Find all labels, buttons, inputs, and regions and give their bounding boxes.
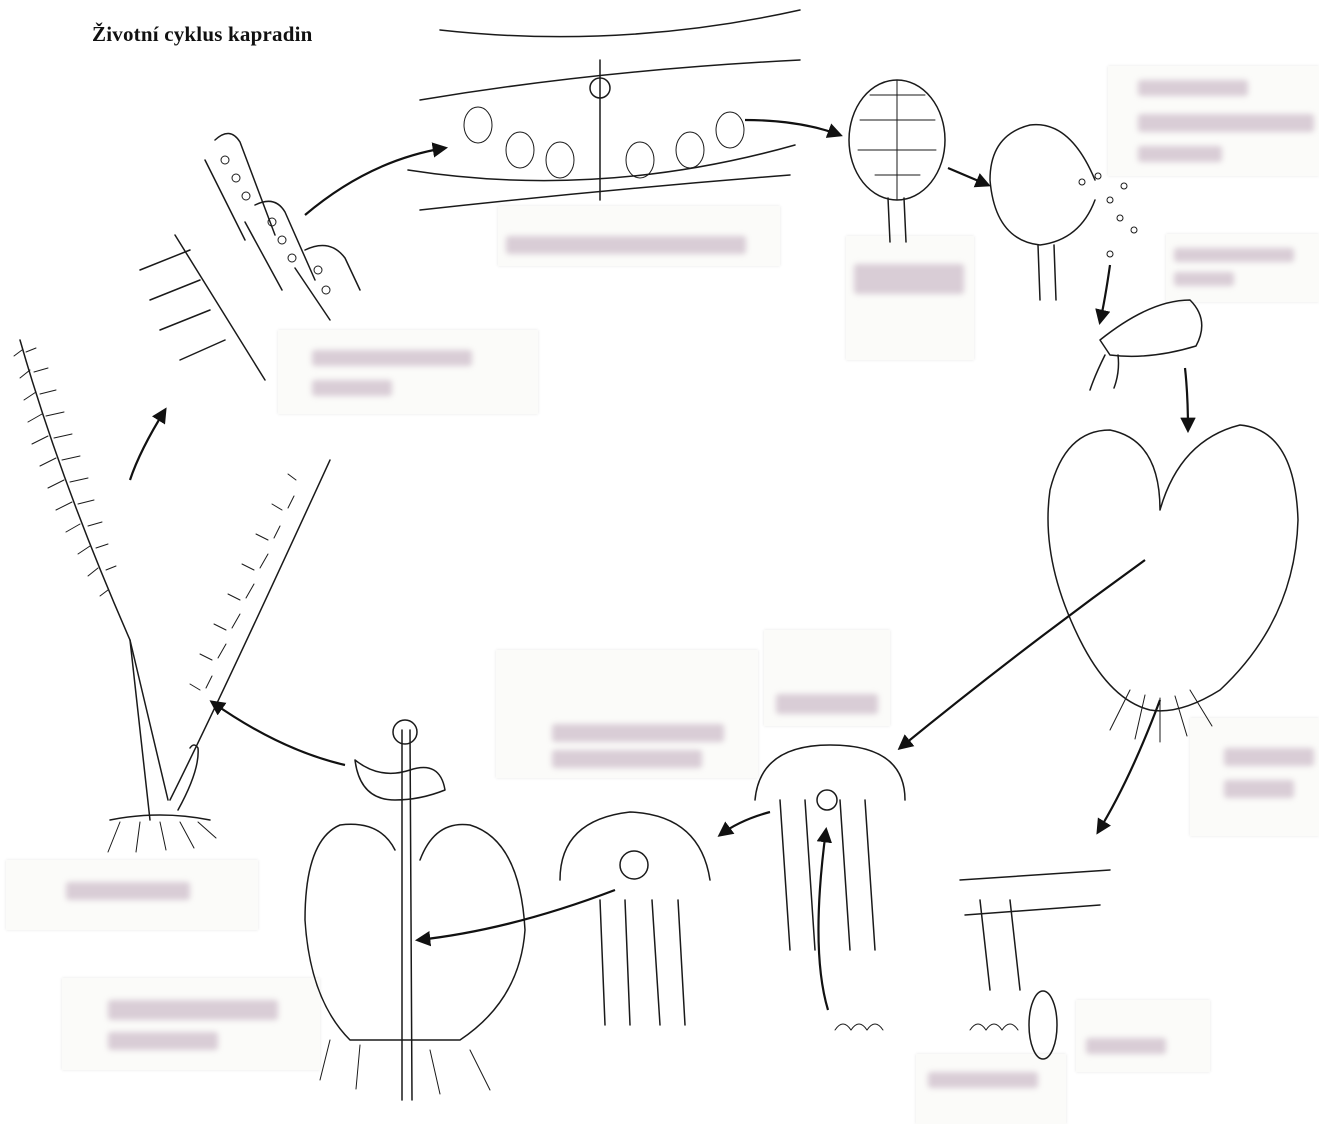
sporangium-opening [990,125,1137,300]
archegonium-with-sperm [755,745,905,1030]
arrow-fern-to-pinnule [130,410,165,480]
arrow-prothallus-to-antheridium [1098,700,1160,832]
arrow-spores-to-germination [1100,265,1110,322]
arrow-sorus-to-sporangium [745,120,840,135]
archegonium-with-zygote [560,812,710,1025]
young-sporophyte [305,720,525,1100]
mature-fern-sporophyte [14,340,330,852]
antheridium-detail [960,870,1110,1059]
cycle-arrows [130,120,1188,1010]
arrow-sporangium-open [948,168,988,185]
arrow-archegonium-to-zygote [720,812,770,835]
arrow-germination-to-prothallus [1185,368,1188,430]
arrow-zygote-to-young-sporophyte [418,890,615,940]
arrow-sperm-to-archegonium [818,830,828,1010]
arrow-young-sporophyte-to-fern [212,702,345,765]
sporangium-closed [849,80,945,242]
arrow-pinnule-to-sorus [305,148,445,215]
pinnule-with-sori [140,133,360,380]
arrow-prothallus-to-archegonium [900,560,1145,748]
sorus-cross-section [408,10,800,210]
prothallus-gametophyte [1048,425,1298,742]
